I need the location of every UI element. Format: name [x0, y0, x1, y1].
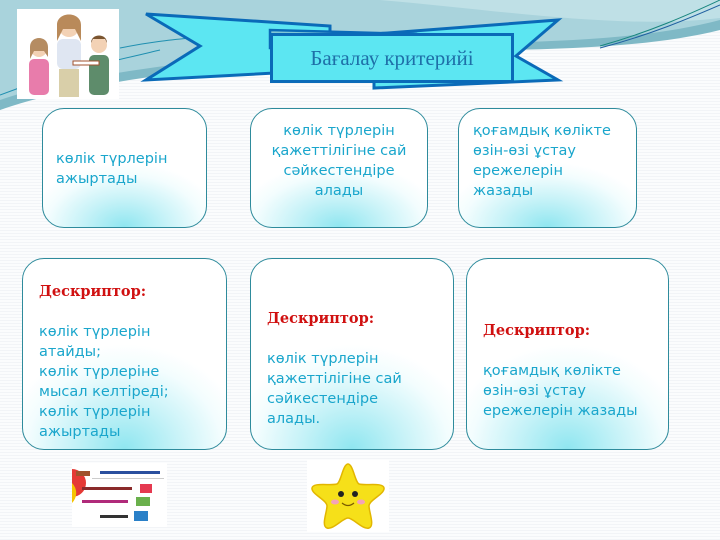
- descriptor-heading: Дескриптор:: [483, 322, 591, 339]
- descriptor-text: қоғамдық көлікте өзін-өзі ұстау ережелер…: [483, 363, 638, 419]
- descriptor-text: көлік түрлерін қажеттілігіне сай сәйкест…: [267, 351, 402, 427]
- descriptor-heading: Дескриптор:: [39, 283, 147, 300]
- descriptor-heading: Дескриптор:: [267, 310, 375, 327]
- descriptor-box-3: Дескриптор: қоғамдық көлікте өзін-өзі ұс…: [466, 258, 669, 450]
- criterion-box-1: көлік түрлерін ажыртады: [42, 108, 207, 228]
- smiling-star-image: [307, 460, 389, 532]
- criterion-text: көлік түрлерін қажеттілігіне сай сәйкест…: [271, 123, 407, 199]
- criterion-box-3: қоғамдық көлікте өзін-өзі ұстау ережелер…: [458, 108, 637, 228]
- descriptor-box-2: Дескриптор: көлік түрлерін қажеттілігіне…: [250, 258, 454, 450]
- descriptor-text: көлік түрлерін атайды; көлік түрлеріне м…: [39, 324, 169, 440]
- page-title: Бағалау критерийі: [310, 45, 474, 70]
- criterion-text: қоғамдық көлікте өзін-өзі ұстау ережелер…: [473, 123, 611, 199]
- feedback-slide-thumbnail: [72, 463, 167, 527]
- teacher-children-illustration: [17, 9, 119, 99]
- criterion-box-2: көлік түрлерін қажеттілігіне сай сәйкест…: [250, 108, 428, 228]
- criterion-text: көлік түрлерін ажыртады: [56, 151, 168, 187]
- descriptor-box-1: Дескриптор: көлік түрлерін атайды; көлік…: [22, 258, 227, 450]
- title-plate: [270, 33, 514, 83]
